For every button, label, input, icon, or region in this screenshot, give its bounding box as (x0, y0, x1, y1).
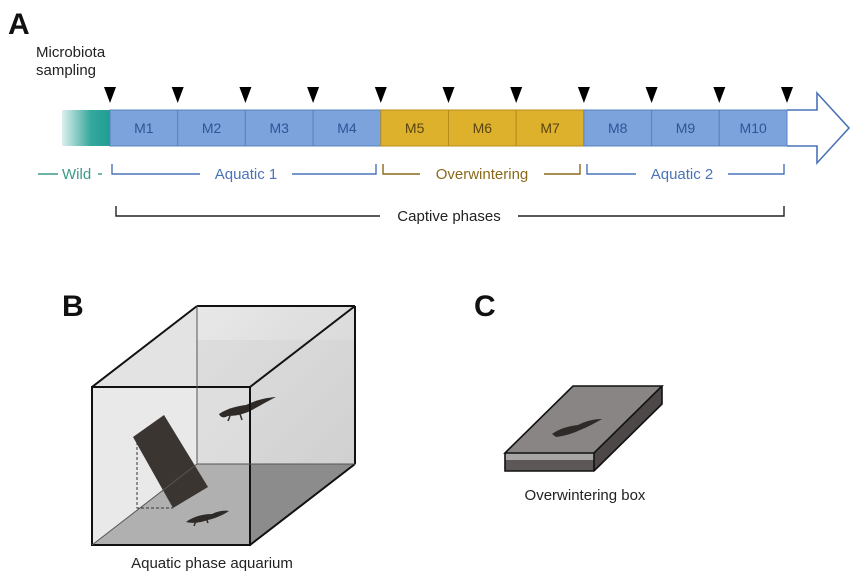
box-edges (503, 385, 664, 472)
box-rim (505, 453, 594, 460)
sampling-marker-2 (239, 87, 252, 103)
sampling-marker-1 (171, 87, 184, 103)
newt-box-icon (552, 419, 602, 437)
month-cell-m1 (109, 109, 179, 147)
month-cell-m5 (380, 109, 449, 147)
month-label-m2: M2 (202, 120, 222, 136)
month-label-m4: M4 (337, 120, 357, 136)
aquarium-back-wall (197, 306, 355, 464)
shelter-slab (133, 415, 208, 508)
month-cell-m8 (583, 109, 653, 147)
box-floor (505, 386, 662, 453)
sampling-marker-8 (645, 87, 658, 103)
captive-phases-label: Captive phases (397, 208, 500, 225)
month-label-m6: M6 (473, 120, 493, 136)
aquarium-caption: Aquatic phase aquarium (131, 555, 293, 572)
month-cell-m3 (244, 109, 314, 147)
month-cell-m2 (177, 109, 246, 147)
month-label-m10: M10 (740, 120, 767, 136)
timeline-arrow-head (787, 90, 851, 166)
sampling-marker-0 (104, 87, 116, 103)
aquatic2-bracket (586, 164, 785, 175)
aquarium-water (197, 340, 355, 464)
shelter-shadow-lines (136, 442, 173, 509)
sampling-marker-5 (442, 87, 455, 103)
sampling-marker-10 (781, 87, 793, 103)
month-cell-m10 (718, 109, 788, 147)
sampling-label-line2: sampling (36, 62, 96, 79)
captive-bracket (115, 206, 785, 217)
newt-upper-legs (227, 408, 243, 422)
newt-upper-icon (219, 397, 276, 418)
panel-b-letter: B (62, 290, 84, 323)
box-lid (505, 386, 662, 453)
sampling-marker-4 (374, 87, 387, 103)
month-cell-m9 (651, 109, 720, 147)
aquarium (91, 305, 356, 546)
wild-bar (62, 110, 110, 146)
sampling-marker-9 (713, 87, 726, 103)
sampling-marker-7 (577, 87, 590, 103)
overwintering-box (503, 385, 664, 472)
phase-label-aquatic1: Aquatic 1 (215, 166, 278, 183)
newt-lower-icon (186, 510, 229, 523)
overwintering-bracket (382, 164, 581, 175)
month-cell-m6 (448, 109, 517, 147)
phase-label-overwintering: Overwintering (436, 166, 529, 183)
month-cell-m7 (515, 109, 585, 147)
box-caption: Overwintering box (525, 487, 646, 504)
aquarium-floor (92, 464, 355, 545)
aquarium-hidden-edges (91, 306, 355, 546)
month-label-m1: M1 (134, 120, 154, 136)
month-label-m8: M8 (608, 120, 628, 136)
panel-a-letter: A (8, 8, 30, 41)
aquatic1-bracket (111, 164, 377, 175)
sampling-markers (104, 87, 793, 103)
newt-lower-legs (193, 517, 209, 527)
phase-label-wild: Wild (62, 166, 91, 183)
panel-c-letter: C (474, 290, 496, 323)
month-label-m9: M9 (676, 120, 696, 136)
month-cells: M1 M2 M3 M4 M5 M6 M7 M8 M9 M10 (109, 109, 788, 147)
sampling-marker-6 (510, 87, 523, 103)
phase-label-aquatic2: Aquatic 2 (651, 166, 714, 183)
aquarium-left-wall (92, 306, 197, 545)
box-right-side (594, 386, 662, 471)
sampling-label-line1: Microbiota (36, 44, 106, 61)
aquarium-edges (91, 305, 356, 546)
month-label-m5: M5 (405, 120, 425, 136)
month-label-m3: M3 (270, 120, 290, 136)
month-label-m7: M7 (540, 120, 560, 136)
sampling-marker-3 (307, 87, 320, 103)
